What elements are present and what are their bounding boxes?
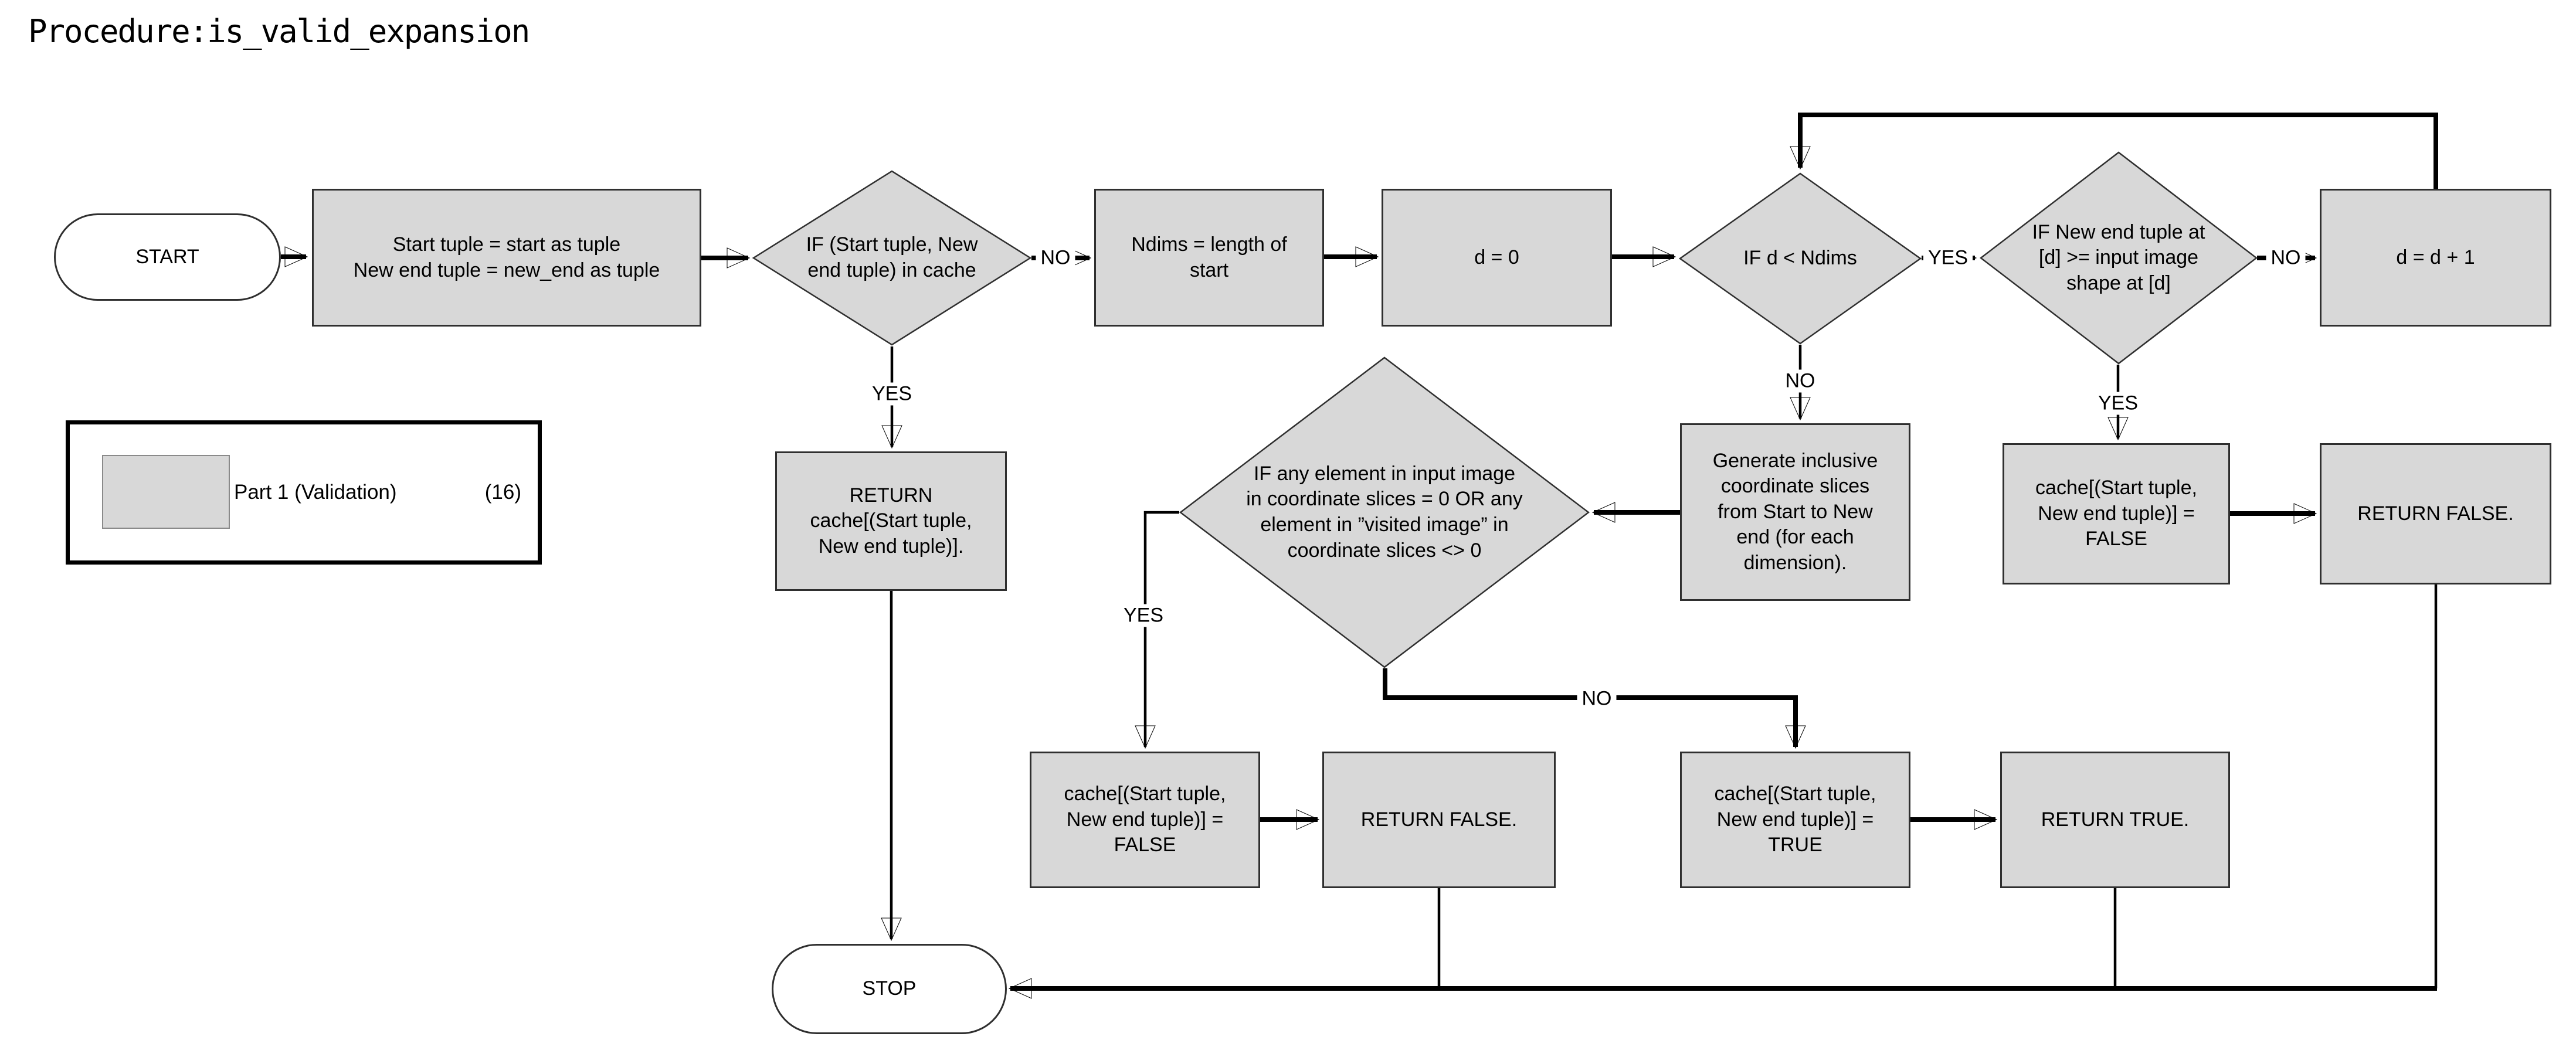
connector-dinc-loop-to-checkd bbox=[1790, 113, 2438, 189]
connector-checkelements-yes-to-cachefalse bbox=[1135, 511, 1179, 749]
node-return-false-left-label: RETURN FALSE. bbox=[1360, 808, 1518, 831]
node-check-elements: IF any element in input image in coordin… bbox=[1179, 356, 1590, 668]
legend: Part 1 (Validation) (16) bbox=[66, 420, 542, 565]
node-assign-tuples-label: Start tuple = start as tuple New end tup… bbox=[353, 233, 660, 281]
edge-label-cache-yes: YES bbox=[867, 382, 917, 406]
node-return-cache-label: RETURN cache[(Start tuple, New end tuple… bbox=[810, 484, 972, 558]
node-d-increment-label: d = d + 1 bbox=[2396, 246, 2475, 269]
node-start-label: START bbox=[135, 245, 199, 268]
legend-count: (16) bbox=[484, 481, 521, 504]
node-return-cache: RETURN cache[(Start tuple, New end tuple… bbox=[775, 451, 1007, 591]
node-assign-tuples: Start tuple = start as tuple New end tup… bbox=[312, 189, 701, 327]
node-ndims: Ndims = length of start bbox=[1094, 189, 1324, 327]
edge-label-cache-no: NO bbox=[1036, 246, 1075, 270]
node-start: START bbox=[54, 213, 281, 301]
node-cache-true-label: cache[(Start tuple, New end tuple)] = TR… bbox=[1714, 783, 1876, 857]
node-ndims-label: Ndims = length of start bbox=[1131, 233, 1287, 281]
node-cache-false-right: cache[(Start tuple, New end tuple)] = FA… bbox=[2003, 443, 2230, 584]
node-stop: STOP bbox=[772, 944, 1007, 1034]
edge-label-loop-no: NO bbox=[1780, 369, 1820, 393]
legend-label: Part 1 (Validation) bbox=[234, 481, 397, 504]
diamond-shape bbox=[1179, 356, 1590, 668]
node-check-cache-label: IF (Start tuple, New end tuple) in cache bbox=[806, 233, 978, 281]
node-check-bounds-label: IF New end tuple at [d] >= input image s… bbox=[2032, 220, 2205, 294]
node-cache-false-left: cache[(Start tuple, New end tuple)] = FA… bbox=[1030, 752, 1260, 888]
node-cache-false-right-label: cache[(Start tuple, New end tuple)] = FA… bbox=[2035, 477, 2197, 550]
page-title: Procedure:is_valid_expansion bbox=[28, 13, 530, 50]
diamond-shape bbox=[752, 170, 1031, 346]
node-cache-false-left-label: cache[(Start tuple, New end tuple)] = FA… bbox=[1064, 783, 1226, 857]
node-return-false-right: RETURN FALSE. bbox=[2320, 443, 2551, 584]
node-return-true: RETURN TRUE. bbox=[2000, 752, 2230, 888]
node-d-increment: d = d + 1 bbox=[2320, 189, 2551, 327]
node-check-bounds: IF New end tuple at [d] >= input image s… bbox=[1980, 151, 2258, 365]
edge-label-bounds-no: NO bbox=[2266, 246, 2306, 270]
node-cache-true: cache[(Start tuple, New end tuple)] = TR… bbox=[1680, 752, 1910, 888]
node-d-zero: d = 0 bbox=[1382, 189, 1612, 327]
node-check-d: IF d < Ndims bbox=[1679, 172, 1922, 345]
legend-swatch bbox=[102, 455, 230, 529]
node-check-cache: IF (Start tuple, New end tuple) in cache bbox=[752, 170, 1031, 346]
edge-label-bounds-yes: YES bbox=[2093, 392, 2143, 415]
edge-label-elements-no: NO bbox=[1577, 687, 1617, 711]
node-d-zero-label: d = 0 bbox=[1474, 246, 1519, 269]
edge-label-elements-yes: YES bbox=[1118, 604, 1169, 627]
edge-label-loop-yes: YES bbox=[1923, 246, 1973, 270]
node-return-false-left: RETURN FALSE. bbox=[1322, 752, 1556, 888]
node-generate-slices-label: Generate inclusive coordinate slices fro… bbox=[1712, 449, 1878, 574]
node-check-d-label: IF d < Ndims bbox=[1743, 247, 1857, 270]
diamond-shape bbox=[1980, 151, 2258, 365]
node-return-false-right-label: RETURN FALSE. bbox=[2357, 502, 2514, 525]
node-generate-slices: Generate inclusive coordinate slices fro… bbox=[1680, 423, 1910, 601]
diamond-shape bbox=[1679, 172, 1922, 345]
node-stop-label: STOP bbox=[862, 977, 917, 1000]
node-return-true-label: RETURN TRUE. bbox=[2041, 808, 2190, 831]
node-check-elements-label: IF any element in input image in coordin… bbox=[1246, 462, 1523, 562]
